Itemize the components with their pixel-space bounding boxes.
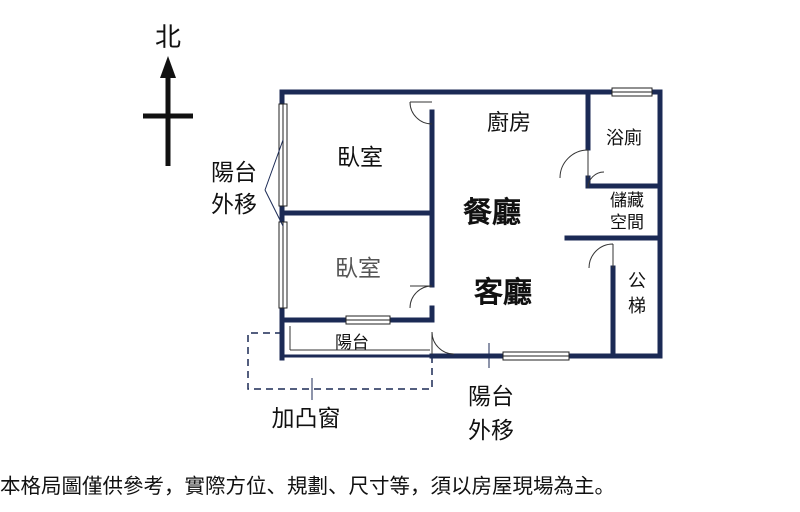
door-balcony [431,331,455,355]
room-dining: 餐廳 [463,195,521,229]
room-storage-line2: 空間 [610,213,644,233]
room-stairs-line1: 公 [628,271,646,292]
annotation-bay-window: 加凸窗 [272,406,341,432]
floor-plan: 北 [143,23,663,444]
annotation-balcony-moved-left-line2: 外移 [211,192,257,218]
bay-window-outline [247,332,433,390]
annotation-balcony-moved-bottom-line2: 外移 [468,418,514,444]
room-kitchen: 廚房 [487,111,531,136]
room-bedroom-bottom: 臥室 [335,256,381,282]
room-balcony: 陽台 [335,333,369,353]
room-stairs-line2: 梯 [628,296,646,317]
compass: 北 [143,23,193,166]
door-bedroom-top [409,101,433,125]
windows [278,87,653,361]
door-bathroom [559,149,589,179]
door-bedroom-bottom [409,285,433,309]
room-storage-line1: 儲藏 [610,191,644,211]
room-living: 客廳 [474,275,532,309]
annotation-balcony-moved-left-line1: 陽台 [211,160,257,186]
annotation-balcony-moved-bottom-line1: 陽台 [468,384,514,410]
room-bedroom-top: 臥室 [337,145,383,171]
room-bathroom: 浴廁 [606,127,642,149]
north-label: 北 [155,23,181,53]
door-stairs [588,243,614,269]
disclaimer-text: 本格局圖僅供參考，實際方位、規劃、尺寸等，須以房屋現場為主。 [0,474,615,498]
leader-balcony-left [264,139,284,227]
walls [279,89,663,361]
north-arrow-icon [160,56,176,78]
doors [409,101,614,355]
